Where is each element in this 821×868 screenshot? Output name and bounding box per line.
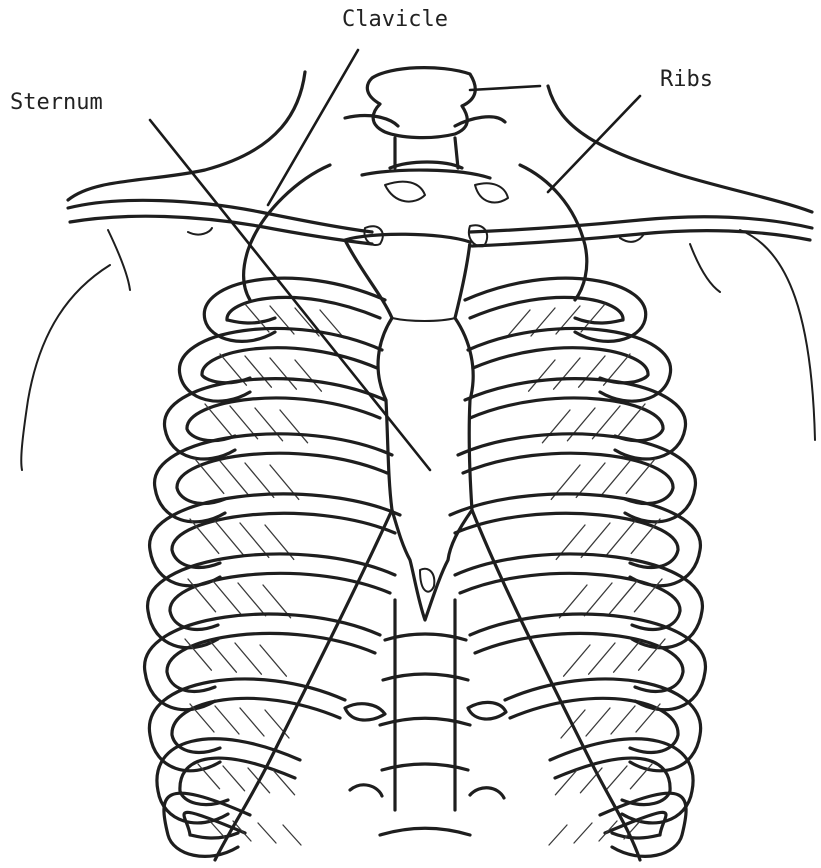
clavicles (68, 200, 812, 292)
ribs-pointer (548, 96, 640, 192)
rib-right-10 (549, 793, 686, 856)
ribs-right (450, 278, 705, 860)
rib-left-9 (157, 739, 300, 823)
clavicle-label: Clavicle (342, 7, 448, 32)
rib-left-8 (149, 679, 345, 771)
body-outline (21, 72, 815, 470)
rib-right-2 (468, 328, 671, 401)
rib-left-3 (164, 379, 385, 459)
labels: Clavicle Sternum Ribs (10, 7, 713, 115)
rib-right-7 (470, 614, 705, 710)
pointer-lines (150, 50, 640, 470)
ribs-left (145, 278, 400, 860)
rib-right-8 (505, 679, 701, 771)
rib-left-7 (145, 614, 380, 710)
rib-right-3 (465, 379, 686, 459)
ribs-label: Ribs (660, 67, 713, 92)
ribs-pointer-spine (470, 86, 540, 90)
rib-right-9 (550, 739, 693, 823)
sternum-label: Sternum (10, 90, 103, 115)
rib-left-2 (179, 328, 382, 401)
